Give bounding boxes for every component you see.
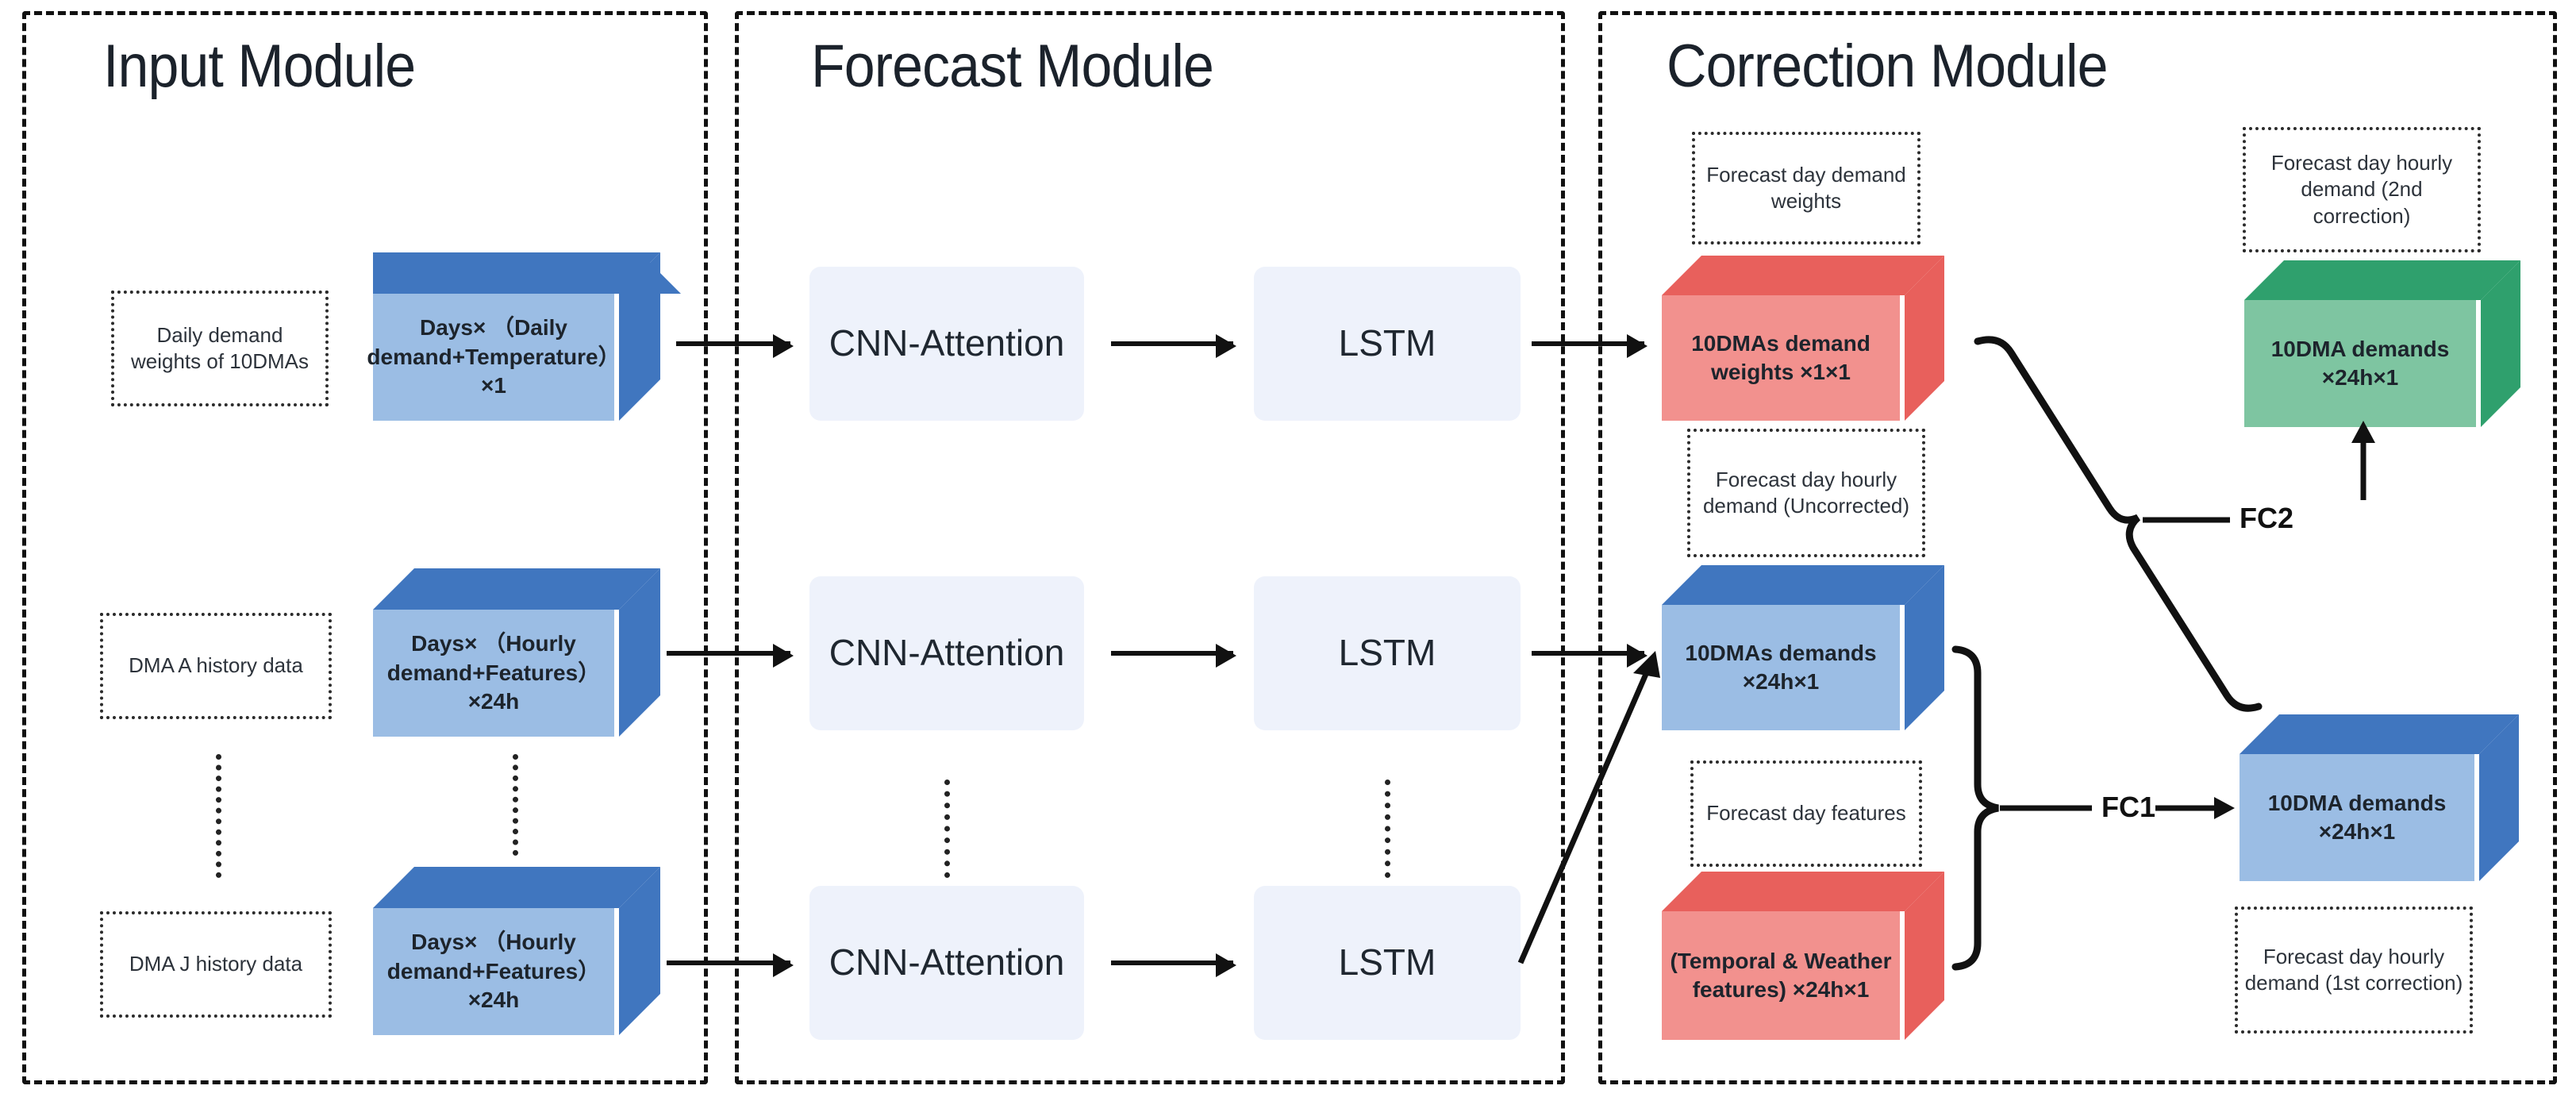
cube-input-dma-j: Days× （Hourly demand+Features） ×24h <box>373 867 660 1035</box>
lstm-blocks-ellipsis <box>1385 780 1390 878</box>
cube-label: Days× （Daily demand+Temperature）×1 <box>367 294 621 421</box>
cube-label: 10DMA demands ×24h×1 <box>2240 754 2474 881</box>
cube-temporal-weather-features: (Temporal & Weather features) ×24h×1 <box>1662 872 1944 1040</box>
cube-label: (Temporal & Weather features) ×24h×1 <box>1662 911 1900 1040</box>
arrow-cnn3-to-lstm3 <box>1111 953 1236 977</box>
note-dma-a-history: DMA A history data <box>100 613 332 719</box>
arrow-input3-to-cnn3 <box>667 953 794 977</box>
cube-input-dma-a: Days× （Hourly demand+Features） ×24h <box>373 568 660 737</box>
panel-correction-module <box>1598 11 2557 1084</box>
cube-label: Days× （Hourly demand+Features） ×24h <box>373 908 614 1035</box>
arrow-lstm2-to-demands <box>1532 644 1647 668</box>
panel-input-module <box>22 11 708 1084</box>
note-forecast-hourly-uncorrected: Forecast day hourly demand (Uncorrected) <box>1687 429 1925 557</box>
note-forecast-hourly-1st-correction: Forecast day hourly demand (1st correcti… <box>2235 907 2473 1034</box>
arrow-cnn2-to-lstm2 <box>1111 644 1236 668</box>
cube-10dma-demands-2nd-correction: 10DMA demands ×24h×1 <box>2244 260 2520 427</box>
block-lstm-1[interactable]: LSTM <box>1254 267 1521 421</box>
arrow-cnn1-to-lstm1 <box>1111 334 1236 358</box>
fc2-label: FC2 <box>2240 502 2294 534</box>
cube-label: 10DMAs demand weights ×1×1 <box>1662 295 1900 421</box>
block-cnn-attention-1[interactable]: CNN-Attention <box>809 267 1084 421</box>
cube-label: Days× （Hourly demand+Features） ×24h <box>373 610 614 737</box>
cube-input-daily: Days× （Daily demand+Temperature）×1 <box>367 252 681 421</box>
note-dma-j-history: DMA J history data <box>100 911 332 1018</box>
arrow-lstm1-to-weights <box>1532 334 1647 358</box>
block-lstm-3[interactable]: LSTM <box>1254 886 1521 1040</box>
title-correction-module: Correction Module <box>1667 33 2109 100</box>
input-cubes-ellipsis <box>513 754 518 856</box>
block-cnn-attention-3[interactable]: CNN-Attention <box>809 886 1084 1040</box>
cube-label: 10DMA demands ×24h×1 <box>2244 300 2476 427</box>
block-lstm-2[interactable]: LSTM <box>1254 576 1521 730</box>
input-notes-ellipsis <box>216 754 221 878</box>
note-forecast-day-features: Forecast day features <box>1690 760 1922 867</box>
note-forecast-hourly-2nd-correction: Forecast day hourly demand (2nd correcti… <box>2243 127 2481 252</box>
cnn-blocks-ellipsis <box>944 780 950 878</box>
cube-10dmas-demands-uncorrected: 10DMAs demands ×24h×1 <box>1662 565 1944 730</box>
fc1-label: FC1 <box>2101 791 2156 823</box>
arrow-input1-to-cnn1 <box>676 334 794 358</box>
title-forecast-module: Forecast Module <box>811 33 1214 100</box>
note-daily-demand-weights: Daily demand weights of 10DMAs <box>111 291 329 406</box>
note-forecast-day-demand-weights: Forecast day demand weights <box>1692 132 1920 244</box>
panel-forecast-module <box>735 11 1565 1084</box>
cube-10dmas-demand-weights: 10DMAs demand weights ×1×1 <box>1662 256 1944 421</box>
title-input-module: Input Module <box>103 33 416 100</box>
cube-label: 10DMAs demands ×24h×1 <box>1662 605 1900 730</box>
block-cnn-attention-2[interactable]: CNN-Attention <box>809 576 1084 730</box>
arrow-input2-to-cnn2 <box>667 644 794 668</box>
cube-10dma-demands-1st-correction: 10DMA demands ×24h×1 <box>2240 714 2519 881</box>
